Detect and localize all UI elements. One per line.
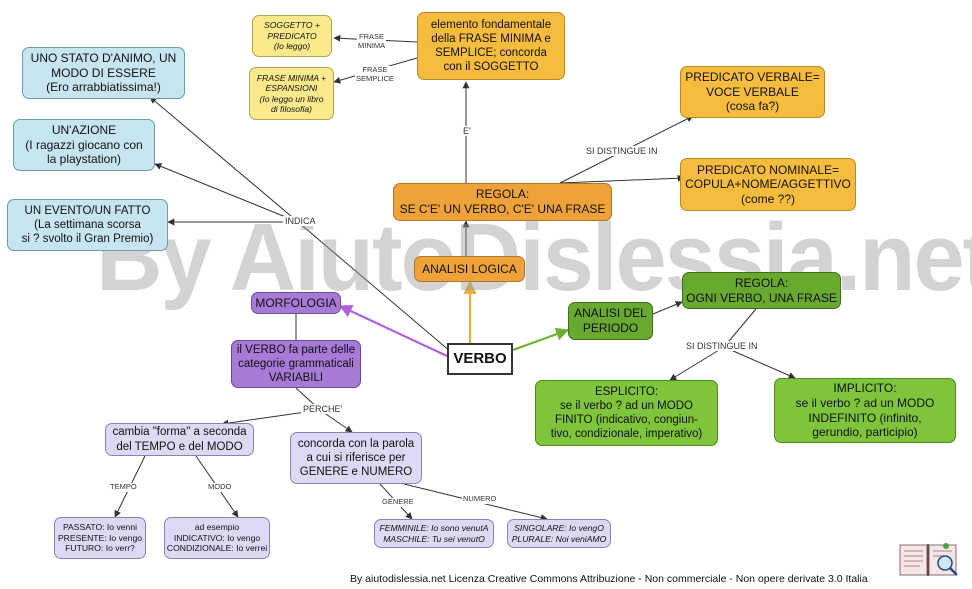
- label-tempo: TEMPO: [109, 482, 138, 492]
- node-genere-esempi[interactable]: FEMMINILE: Io sono venutA MASCHILE: Tu s…: [374, 519, 494, 548]
- node-concorda-parola[interactable]: concorda con la parola a cui si riferisc…: [290, 432, 422, 484]
- node-numero-esempi[interactable]: SINGOLARE: Io vengO PLURALE: Noi veniAMO: [507, 519, 611, 548]
- node-soggetto-predicato[interactable]: SOGGETTO + PREDICATO (Io leggo): [252, 15, 332, 57]
- node-morfologia[interactable]: MORFOLOGIA: [251, 292, 341, 314]
- label-modo: MODO: [207, 482, 233, 492]
- node-analisi-periodo[interactable]: ANALISI DEL PERIODO: [568, 302, 653, 340]
- node-elemento-fondamentale[interactable]: elemento fondamentale della FRASE MINIMA…: [417, 12, 565, 80]
- node-esplicito[interactable]: ESPLICITO: se il verbo ? ad un MODO FINI…: [535, 380, 718, 446]
- label-indica: INDICA: [283, 216, 318, 226]
- node-cambia-forma[interactable]: cambia "forma" a seconda del TEMPO e del…: [105, 423, 254, 456]
- node-regola-ogni-verbo[interactable]: REGOLA: OGNI VERBO, UNA FRASE: [682, 272, 841, 309]
- node-frase-espansioni[interactable]: FRASE MINIMA + ESPANSIONI (Io leggo un l…: [249, 67, 334, 120]
- node-implicito[interactable]: IMPLICITO: se il verbo ? ad un MODO INDE…: [774, 378, 956, 443]
- arrow-verbo-analisiperiodo: [512, 327, 570, 352]
- node-stato-animo[interactable]: UNO STATO D'ANIMO, UN MODO DI ESSERE (Er…: [22, 47, 185, 99]
- node-modo-esempi[interactable]: ad esempio INDICATIVO: Io vengo CONDIZIO…: [164, 517, 270, 559]
- line-indica-stato: [149, 96, 299, 223]
- label-si-distingue-periodo: SI DISTINGUE IN: [684, 341, 760, 351]
- label-frase-minima: FRASE MINIMA: [357, 32, 387, 51]
- label-frase-semplice: FRASE SEMPLICE: [355, 65, 395, 84]
- node-evento-fatto[interactable]: UN EVENTO/UN FATTO (La settimana scorsa …: [7, 199, 168, 251]
- label-perche: PERCHE': [301, 404, 345, 414]
- line-verbo-indica: [297, 221, 452, 353]
- node-tempo-esempi[interactable]: PASSATO: Io venni PRESENTE: Io vengo FUT…: [54, 517, 146, 559]
- footer-license: By aiutodislessia.net Licenza Creative C…: [350, 573, 868, 585]
- book-logo-icon: [899, 543, 958, 576]
- node-verbo[interactable]: VERBO: [447, 343, 513, 375]
- node-predicato-verbale[interactable]: PREDICATO VERBALE= VOCE VERBALE (cosa fa…: [680, 66, 825, 118]
- arrow-verbo-morfologia: [338, 305, 448, 357]
- line-indica-azione: [154, 163, 299, 223]
- label-si-distingue-predicato: SI DISTINGUE IN: [584, 146, 660, 156]
- node-analisi-logica[interactable]: ANALISI LOGICA: [414, 256, 525, 282]
- node-predicato-nominale[interactable]: PREDICATO NOMINALE= COPULA+NOME/AGGETTIV…: [680, 158, 856, 211]
- node-categorie-variabili[interactable]: il VERBO fa parte delle categorie gramma…: [231, 340, 361, 388]
- label-numero: NUMERO: [462, 494, 498, 504]
- line-distingue-esplicito: [669, 346, 725, 381]
- line-regola-prednominale: [559, 174, 685, 184]
- line-distingue-implicito: [723, 346, 796, 379]
- node-azione[interactable]: UN'AZIONE (I ragazzi giocano con la play…: [13, 119, 155, 171]
- arrow-periodo-regola: [652, 301, 683, 315]
- label-e: E': [461, 126, 473, 136]
- line-periodo-distingue: [723, 308, 757, 348]
- label-genere: GENERE: [381, 497, 415, 507]
- node-regola-frase[interactable]: REGOLA: SE C'E' UN VERBO, C'E' UNA FRASE: [393, 183, 612, 221]
